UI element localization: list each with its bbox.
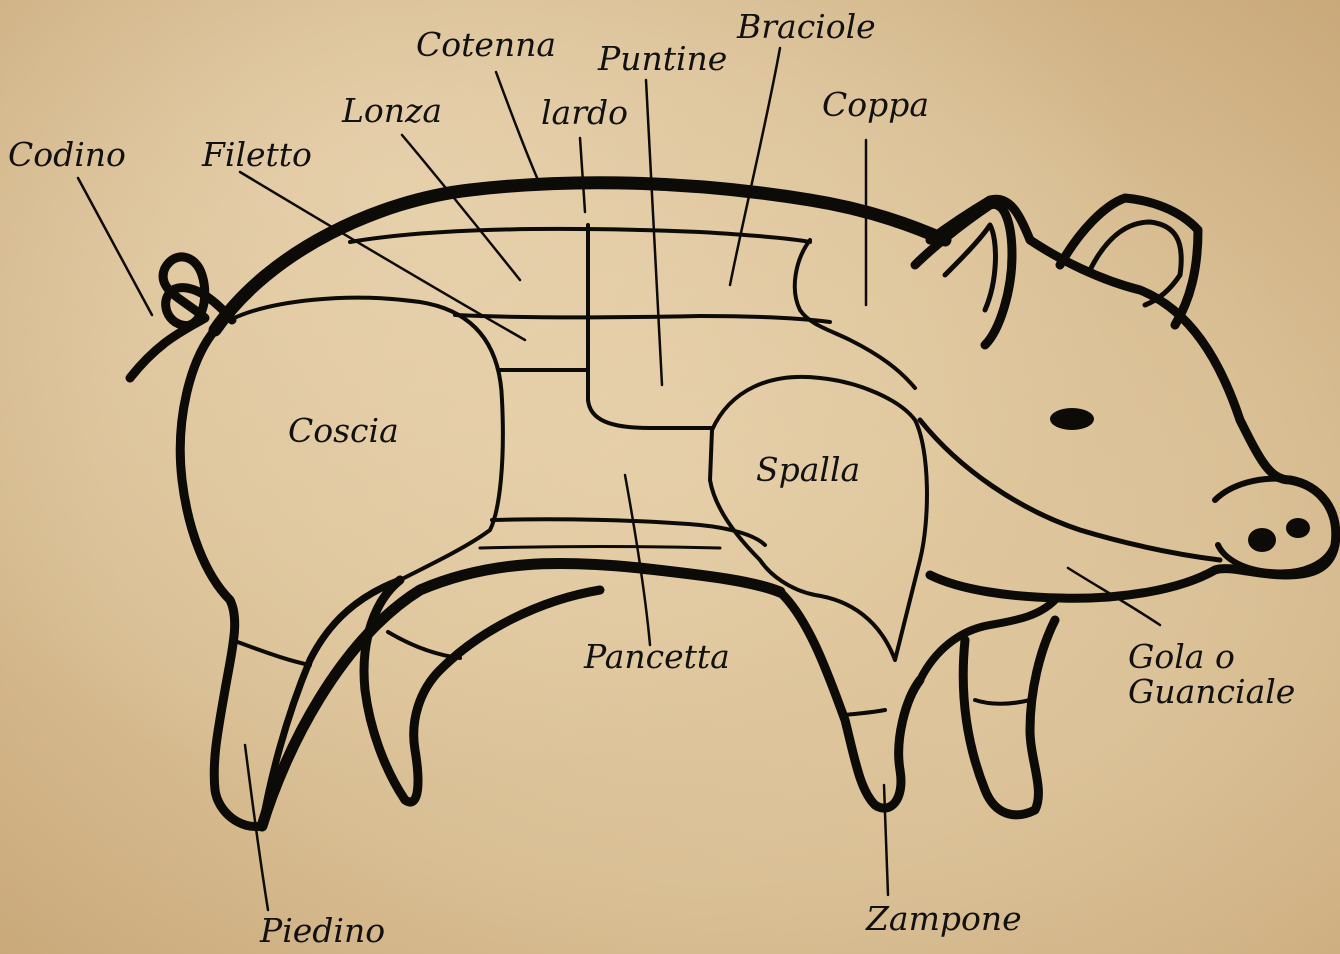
label-piedino: Piedino <box>260 914 385 949</box>
pig-ear-right <box>1060 198 1198 325</box>
label-lardo: lardo <box>541 96 628 131</box>
label-cotenna: Cotenna <box>416 28 556 63</box>
label-braciole: Braciole <box>737 10 876 45</box>
pig-hock-1 <box>232 640 310 665</box>
label-codino: Codino <box>8 138 126 173</box>
pig-pastern-2 <box>975 700 1030 704</box>
pig-back <box>215 183 945 330</box>
line-coppa-left <box>795 240 915 388</box>
pig-ear-left <box>915 204 1012 345</box>
line-filetto <box>455 315 830 322</box>
leader-lonza <box>402 135 520 280</box>
pig-snout <box>1215 479 1335 573</box>
leader-braciole <box>730 48 780 285</box>
pig-pastern-1 <box>845 710 885 715</box>
label-zampone: Zampone <box>866 902 1022 937</box>
leader-zampone <box>884 785 888 895</box>
leader-pancetta <box>625 475 650 645</box>
label-coppa: Coppa <box>822 88 929 123</box>
label-coscia: Coscia <box>288 414 399 449</box>
line-pancetta-bottom <box>480 547 720 549</box>
pig-eye <box>1050 408 1094 430</box>
pig-front-leg <box>780 592 920 808</box>
leader-codino <box>78 178 152 315</box>
pig-jaw <box>920 420 1220 560</box>
pig-hind-leg-2 <box>364 580 600 802</box>
line-pancetta-top <box>492 519 765 545</box>
label-gola-line2: Guanciale <box>1128 675 1295 710</box>
pig-hock-2 <box>388 632 460 658</box>
spalla-region <box>710 377 927 660</box>
label-spalla: Spalla <box>756 453 860 488</box>
pig-front-leg-3 <box>963 620 1055 815</box>
label-lonza: Lonza <box>342 94 442 129</box>
line-puntine-box <box>588 400 712 428</box>
label-gola-line1: Gola o <box>1128 640 1295 675</box>
pig-nostril-right <box>1286 518 1310 538</box>
leader-lardo <box>580 138 585 212</box>
pig-belly <box>262 563 780 826</box>
label-gola-guanciale: Gola o Guanciale <box>1128 640 1295 709</box>
label-pancetta: Pancetta <box>584 640 730 675</box>
pig-rump <box>180 330 262 827</box>
label-filetto: Filetto <box>202 138 312 173</box>
pig-nostril-left <box>1248 528 1276 552</box>
label-puntine: Puntine <box>598 42 727 77</box>
leader-cotenna <box>496 72 538 180</box>
